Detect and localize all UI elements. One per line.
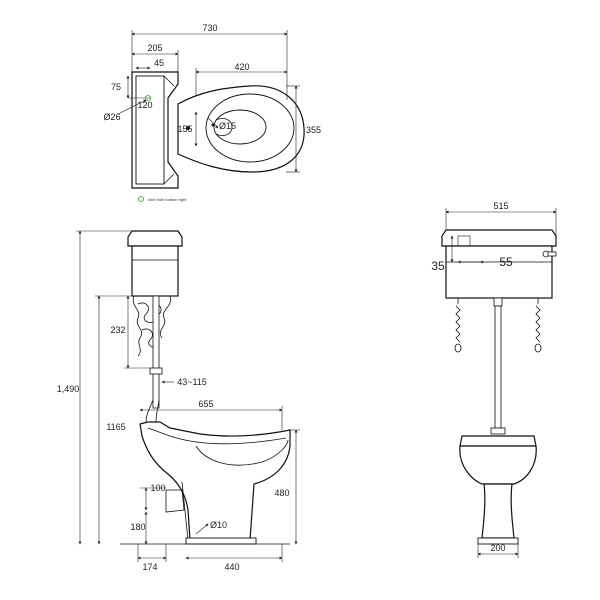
- pan-plan-bowl-inner: [213, 109, 267, 145]
- pipe-coupling: [493, 297, 503, 307]
- front-view: 515 35 55 200: [431, 201, 557, 558]
- pull-chain-left: [454, 298, 462, 353]
- dim-line-15: [207, 117, 219, 129]
- dim-440: 440: [224, 562, 239, 572]
- pan-hole-dot: [211, 123, 215, 127]
- dim-420: 420: [234, 62, 249, 72]
- dim-120: 120: [137, 100, 152, 110]
- dim-55: 55: [499, 255, 513, 269]
- cistern-front-body: [445, 245, 553, 299]
- dim-15: Ø15: [219, 121, 236, 131]
- dim-355: 355: [306, 125, 321, 135]
- dim-75: 75: [111, 82, 121, 92]
- dim-232: 232: [110, 325, 125, 335]
- pan-front-bowl: [459, 445, 537, 485]
- dim-100: 100: [150, 483, 165, 493]
- dim-730: 730: [202, 23, 217, 33]
- dim-155: 155: [177, 124, 192, 134]
- pan-plan-outline: [177, 85, 305, 173]
- inlet-note: Inlet hole bottom right: [148, 197, 187, 202]
- lever-arm: [547, 251, 557, 257]
- dim-515: 515: [493, 201, 508, 211]
- pan-fixing-dot: [186, 126, 190, 130]
- pipe-collar: [490, 427, 506, 435]
- pan-plan-bowl: [205, 93, 295, 163]
- dim-10: Ø10: [210, 520, 227, 530]
- flush-pipe: [152, 295, 160, 409]
- dim-35: 35: [431, 259, 445, 273]
- dim-1165: 1165: [106, 422, 125, 432]
- pan-bowl-line: [195, 439, 289, 466]
- cistern-plan-inner: [135, 75, 165, 185]
- dim-480: 480: [274, 488, 289, 498]
- front-flush-pipe: [494, 305, 502, 429]
- pan-plan-outlet: [215, 118, 233, 136]
- ornate-bracket: [132, 295, 172, 357]
- pan-trap-line: [181, 481, 189, 541]
- inlet-hole-marker: [145, 95, 151, 101]
- dim-line-26: [117, 99, 147, 115]
- dim-43-115: 43~115: [177, 377, 207, 387]
- dim-26: Ø26: [103, 112, 120, 122]
- cistern-side-body: [131, 245, 179, 297]
- dim-45: 45: [154, 58, 164, 68]
- dim-655: 655: [198, 399, 213, 409]
- dim-200: 200: [490, 543, 505, 553]
- dim-line-10: [195, 523, 209, 535]
- cistern-plan-bevel: [163, 75, 175, 87]
- pan-foot: [185, 537, 257, 545]
- top-view: 730 205 45 420 75 120 Ø26 155 Ø15 355 In…: [103, 23, 321, 202]
- dim-180: 180: [130, 522, 145, 532]
- legend-marker: [138, 196, 144, 202]
- cistern-plan-outline: [131, 71, 179, 189]
- pan-front-foot: [477, 537, 519, 545]
- pipe-bend: [145, 399, 154, 423]
- pan-outlet: [165, 489, 185, 513]
- side-view: 1,490 1165 232 43~115 655 100 180 Ø10 48…: [57, 230, 300, 572]
- dim-205: 205: [147, 43, 162, 53]
- cistern-front-lid: [441, 229, 557, 247]
- cistern-side-lid: [127, 230, 183, 247]
- dim-174: 174: [142, 562, 157, 572]
- pull-chain-right: [534, 298, 542, 353]
- pan-front-rim: [459, 435, 537, 447]
- pipe-clip: [149, 367, 163, 375]
- pan-front-pedestal: [481, 483, 515, 539]
- cistern-plan-bevel-2: [163, 173, 175, 185]
- dim-1490: 1,490: [57, 384, 80, 394]
- pan-rim-line: [147, 427, 287, 445]
- inlet-port: [457, 235, 471, 247]
- pan-side-outline: [139, 421, 291, 541]
